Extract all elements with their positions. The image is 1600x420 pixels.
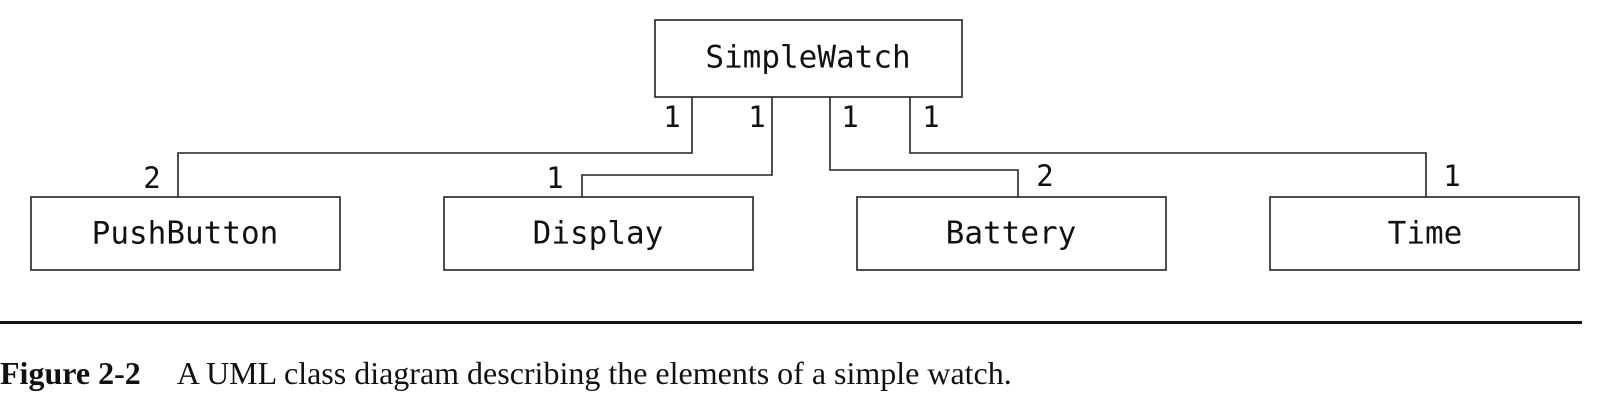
- figure-label: Figure 2-2: [0, 355, 141, 391]
- class-name-pushbutton: PushButton: [92, 216, 279, 252]
- multiplicity-root-pushbutton: 1: [663, 100, 680, 134]
- association-line-display: [581, 97, 773, 197]
- class-simplewatch: SimpleWatch: [654, 19, 963, 98]
- multiplicity-part-display: 1: [546, 161, 563, 195]
- multiplicity-part-pushbutton: 2: [143, 161, 160, 195]
- multiplicity-root-battery: 1: [841, 100, 858, 134]
- association-line-time: [909, 97, 1427, 197]
- multiplicity-part-time: 1: [1443, 159, 1460, 193]
- caption-divider: [0, 321, 1582, 324]
- class-name-display: Display: [533, 216, 664, 252]
- figure-caption: Figure 2-2 A UML class diagram describing…: [0, 353, 1012, 393]
- class-display: Display: [443, 196, 754, 271]
- class-battery: Battery: [856, 196, 1167, 271]
- class-time: Time: [1269, 196, 1580, 271]
- multiplicity-root-time: 1: [922, 100, 939, 134]
- class-name-time: Time: [1388, 216, 1463, 252]
- class-name-battery: Battery: [946, 216, 1077, 252]
- class-name-simplewatch: SimpleWatch: [705, 40, 910, 76]
- association-line-pushbutton: [177, 97, 693, 197]
- class-pushbutton: PushButton: [30, 196, 341, 271]
- multiplicity-root-display: 1: [748, 100, 765, 134]
- uml-class-diagram: SimpleWatch PushButton Display Battery T…: [30, 19, 1580, 271]
- figure-caption-text: A UML class diagram describing the eleme…: [176, 355, 1012, 391]
- association-line-battery: [829, 97, 1019, 197]
- multiplicity-part-battery: 2: [1036, 159, 1053, 193]
